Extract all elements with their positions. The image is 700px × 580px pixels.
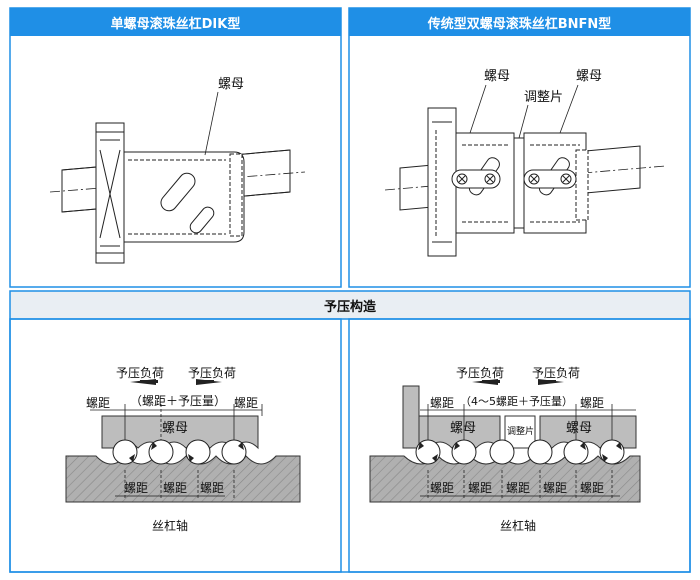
single-nut-drawing xyxy=(49,91,306,264)
top-right-header: 传统型双螺母滚珠丝杠BNFN型 xyxy=(349,8,690,36)
shim-label-r: 调整片 xyxy=(507,425,534,437)
shaft-label: 丝杠轴 xyxy=(152,518,188,533)
panel-frames xyxy=(9,7,691,573)
pitch-bottom-r-2: 螺距 xyxy=(468,481,492,495)
pitch-bottom-r-5: 螺距 xyxy=(580,481,604,495)
nut-label-right: 螺母 xyxy=(576,69,602,84)
top-left-header: 单螺母滚珠丝杠DIK型 xyxy=(10,8,341,36)
pitch-left-label: 螺距 xyxy=(86,396,110,410)
pitch-bottom-2: 螺距 xyxy=(163,481,187,495)
top-right-title: 传统型双螺母滚珠丝杠BNFN型 xyxy=(427,16,612,32)
preload-right-label: 予压负荷 xyxy=(188,366,236,380)
pitch-bottom-r-1: 螺距 xyxy=(430,481,454,495)
shim-label: 调整片 xyxy=(524,90,563,105)
pitch-bottom-1: 螺距 xyxy=(124,481,148,495)
double-nut-drawing xyxy=(384,84,666,257)
pitch-right-label-r: 螺距 xyxy=(580,396,604,410)
shaft-label-r: 丝杠轴 xyxy=(500,518,536,533)
double-preload-drawing xyxy=(369,379,641,503)
preload-right-label-r: 予压负荷 xyxy=(532,366,580,380)
nut-label-left: 螺母 xyxy=(484,69,510,84)
formula-label-r: （4～5螺距＋予压量） xyxy=(460,395,573,408)
pitch-bottom-r-3: 螺距 xyxy=(506,481,530,495)
preload-left-label-r: 予压负荷 xyxy=(456,366,504,380)
middle-header: 予压构造 xyxy=(10,291,690,319)
nut-label: 螺母 xyxy=(218,77,244,92)
pitch-bottom-r-4: 螺距 xyxy=(543,481,567,495)
pitch-bottom-3: 螺距 xyxy=(200,481,224,495)
pitch-right-label: 螺距 xyxy=(234,396,258,410)
preload-left-label: 予压负荷 xyxy=(116,366,164,380)
top-left-title: 单螺母滚珠丝杠DIK型 xyxy=(110,16,241,32)
formula-label: （螺距＋予压量） xyxy=(130,394,226,408)
nut-label: 螺母 xyxy=(162,421,188,436)
nut-label-right-r: 螺母 xyxy=(566,421,592,436)
middle-title: 予压构造 xyxy=(323,299,376,315)
single-preload-drawing xyxy=(65,379,301,503)
nut-label-left-r: 螺母 xyxy=(450,421,476,436)
pitch-left-label-r: 螺距 xyxy=(430,396,454,410)
